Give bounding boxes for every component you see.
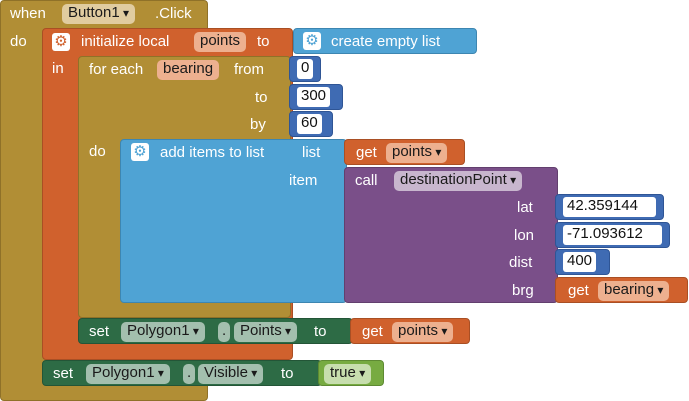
to-label: to xyxy=(257,33,270,50)
set-visible-block[interactable] xyxy=(42,360,322,386)
event-name-label: .Click xyxy=(155,5,192,22)
set-visible-set-label: set xyxy=(53,365,74,382)
brg-arg-label: brg xyxy=(512,282,534,299)
initialize-local-label: initialize local xyxy=(81,33,170,50)
set-visible-component-dropdown[interactable]: Polygon1 xyxy=(86,364,170,384)
for-each-label: for each xyxy=(89,61,144,78)
set-points-block[interactable] xyxy=(78,318,353,344)
dist-number-field[interactable]: 400 xyxy=(563,252,597,272)
create-empty-list-label: create empty list xyxy=(331,33,441,50)
list-mutator-gear-icon[interactable] xyxy=(303,31,321,51)
lat-arg-label: lat xyxy=(517,199,533,216)
do-label: do xyxy=(10,33,27,50)
boolean-value-dropdown[interactable]: true xyxy=(324,364,372,384)
dist-arg-label: dist xyxy=(509,254,533,271)
item-socket-label: item xyxy=(289,172,318,189)
loop-var-name-field[interactable]: bearing xyxy=(157,60,220,80)
when-label: when xyxy=(10,5,46,22)
add-items-label: add items to list xyxy=(160,144,265,161)
brg-get-var-dropdown[interactable]: bearing xyxy=(598,281,670,301)
local-var-name-field[interactable]: points xyxy=(194,32,247,52)
set-points-to-label: to xyxy=(314,323,327,340)
call-procedure-block[interactable] xyxy=(344,167,558,303)
add-items-gear-icon[interactable] xyxy=(131,142,149,162)
set-visible-property-dropdown[interactable]: Visible xyxy=(198,364,264,384)
range-to-label: to xyxy=(255,89,268,106)
set-points-get-var-dropdown[interactable]: points xyxy=(392,322,454,342)
set-points-get-label: get xyxy=(362,323,383,340)
mutator-gear-icon[interactable] xyxy=(52,32,70,52)
procedure-name-dropdown[interactable]: destinationPoint xyxy=(394,171,523,191)
from-number-field[interactable]: 0 xyxy=(297,59,314,79)
event-component-dropdown[interactable]: Button1 xyxy=(62,4,136,24)
call-label: call xyxy=(355,172,378,189)
lon-arg-label: lon xyxy=(514,227,535,244)
from-label: from xyxy=(234,61,264,78)
list-socket-label: list xyxy=(302,144,321,161)
brg-get-label: get xyxy=(568,282,589,299)
by-label: by xyxy=(250,116,266,133)
set-points-dot: . xyxy=(218,322,231,342)
by-number-field[interactable]: 60 xyxy=(297,114,322,134)
set-visible-to-label: to xyxy=(281,365,294,382)
set-points-property-dropdown[interactable]: Points xyxy=(234,322,298,342)
get-var-dropdown[interactable]: points xyxy=(386,143,448,163)
lon-number-field[interactable]: -71.093612 xyxy=(563,225,662,245)
create-empty-list-block[interactable] xyxy=(293,28,477,54)
set-points-component-dropdown[interactable]: Polygon1 xyxy=(121,322,205,342)
set-visible-dot: . xyxy=(183,364,196,384)
set-points-set-label: set xyxy=(89,323,110,340)
loop-do-label: do xyxy=(89,143,106,160)
to-number-field[interactable]: 300 xyxy=(297,87,331,107)
lat-number-field[interactable]: 42.359144 xyxy=(563,197,656,217)
get-label: get xyxy=(356,144,377,161)
in-label: in xyxy=(52,60,64,77)
add-items-to-list-block[interactable] xyxy=(120,139,347,303)
